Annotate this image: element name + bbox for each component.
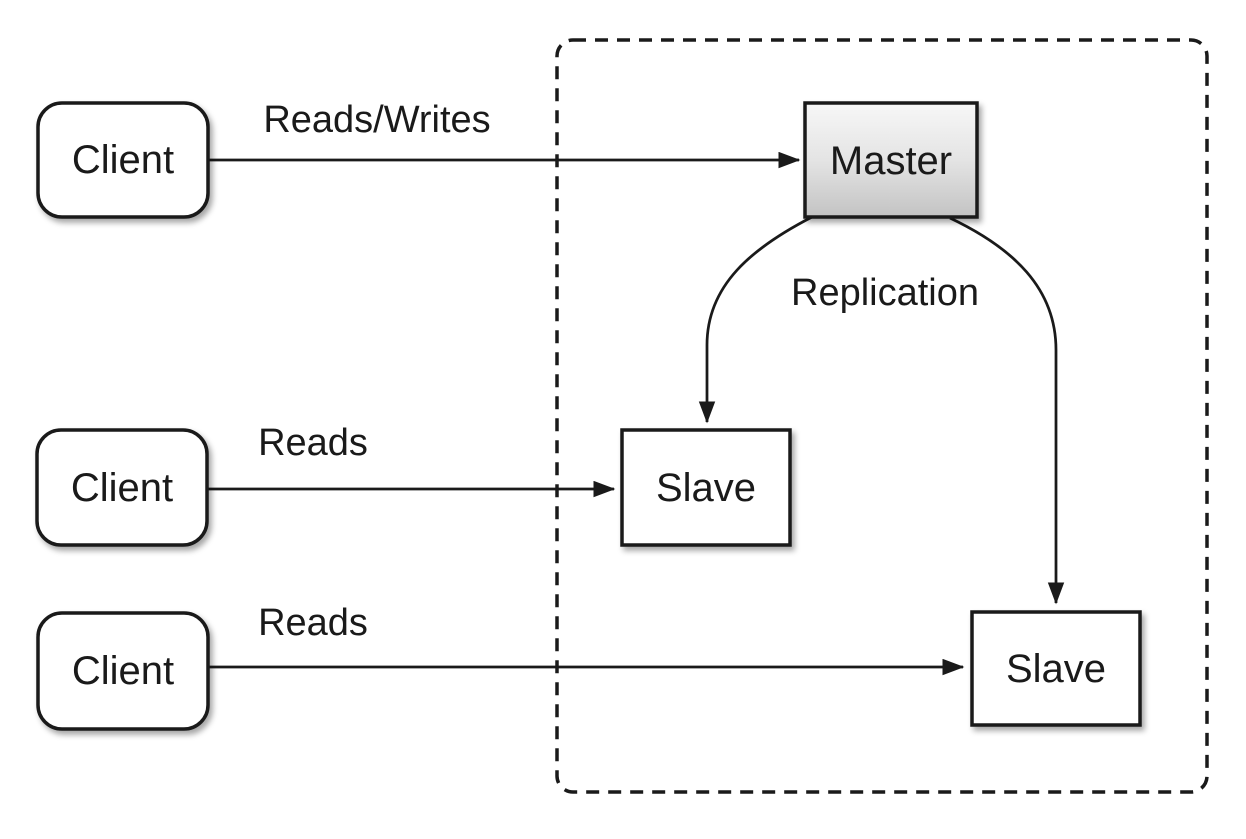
node-client-1-label: Client [72,138,174,182]
edge-reads-writes: Reads/Writes [208,99,801,169]
edge-reads-middle: Reads [207,422,616,498]
edge-reads-bottom: Reads [208,602,965,676]
edge-reads-writes-label: Reads/Writes [263,99,490,141]
edge-replication-to-slave2 [949,216,1065,605]
node-slave-1: Slave [620,428,792,547]
node-client-1-box [36,101,210,219]
edge-replication-to-slave1 [698,215,813,424]
node-slave-2-label: Slave [1006,647,1106,691]
node-client-1: Client [36,101,210,219]
node-client-3-box [36,611,210,731]
edge-reads-middle-label: Reads [258,422,368,464]
node-master-box [803,101,979,219]
node-client-2-label: Client [71,466,173,510]
node-master: Master [803,101,979,219]
node-slave-1-box [620,428,792,547]
node-slave-1-label: Slave [656,466,756,510]
node-slave-2-box [970,610,1142,727]
node-master-label: Master [830,139,952,183]
node-client-2: Client [35,428,209,547]
cluster-boundary [555,38,1209,794]
edge-replication: Replication [698,215,1065,605]
node-client-3-label: Client [72,649,174,693]
node-slave-2: Slave [970,610,1142,727]
node-client-3: Client [36,611,210,731]
node-client-2-box [35,428,209,547]
edge-reads-bottom-label: Reads [258,602,368,644]
edge-replication-label: Replication [791,272,979,314]
